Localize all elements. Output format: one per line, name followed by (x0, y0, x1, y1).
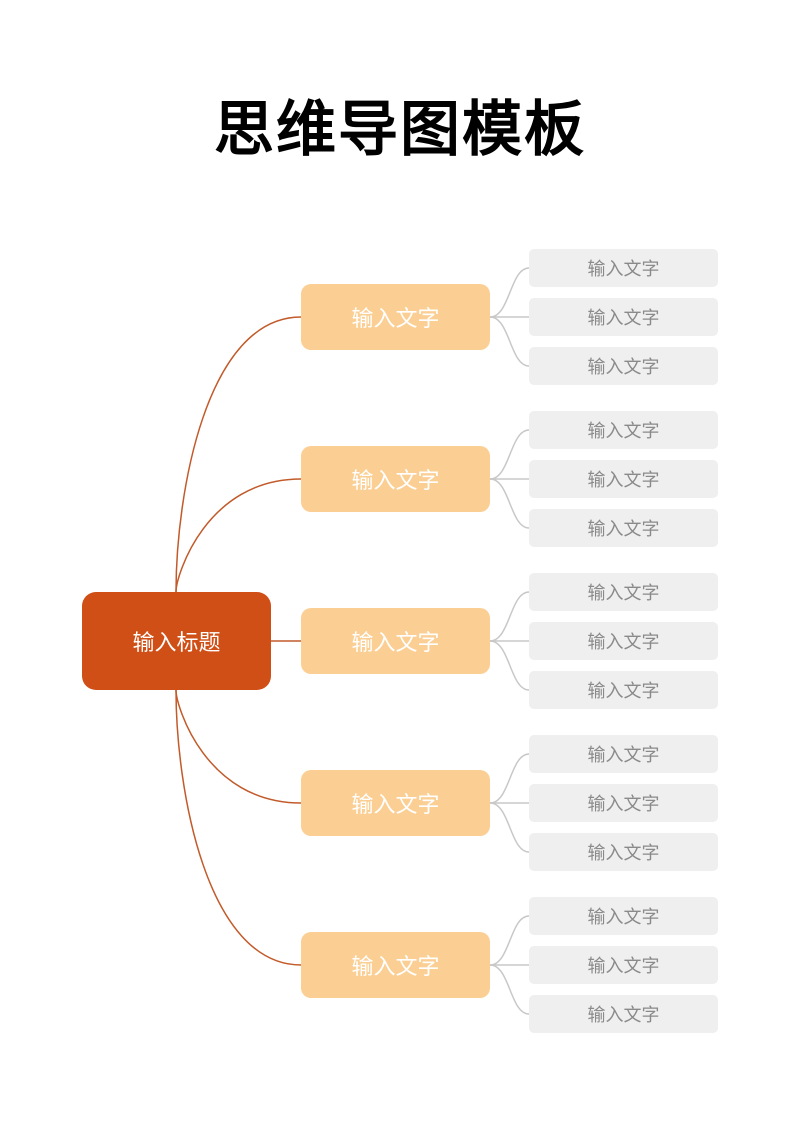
leaf-node[interactable]: 输入文字 (529, 833, 718, 871)
leaf-node-label: 输入文字 (587, 745, 660, 766)
branch-node[interactable]: 输入文字 (301, 446, 490, 512)
leaf-node-label: 输入文字 (587, 843, 660, 864)
leaf-node[interactable]: 输入文字 (529, 347, 718, 385)
leaf-node[interactable]: 输入文字 (529, 735, 718, 773)
page-title: 思维导图模板 (214, 95, 586, 165)
leaf-node[interactable]: 输入文字 (529, 460, 718, 498)
leaf-node-label: 输入文字 (587, 681, 660, 702)
branch-node-label: 输入文字 (351, 793, 440, 818)
branch-node-label: 输入文字 (351, 631, 440, 656)
branch-node[interactable]: 输入文字 (301, 770, 490, 836)
leaf-node[interactable]: 输入文字 (529, 671, 718, 709)
leaf-node-label: 输入文字 (587, 1005, 660, 1026)
root-branch-link (175, 478, 302, 593)
leaf-node[interactable]: 输入文字 (529, 995, 718, 1033)
branch-leaf-link (489, 429, 530, 480)
branch-to-leaf-links (489, 267, 530, 1015)
leaf-node[interactable]: 输入文字 (529, 573, 718, 611)
branch-node-label: 输入文字 (351, 955, 440, 980)
branch-leaf-link (489, 802, 530, 853)
leaf-node[interactable]: 输入文字 (529, 411, 718, 449)
leaf-node[interactable]: 输入文字 (529, 897, 718, 935)
branch-leaf-link (489, 478, 530, 529)
leaf-node-label: 输入文字 (587, 470, 660, 491)
branch-leaf-link (489, 753, 530, 804)
branch-leaf-link (489, 267, 530, 318)
leaf-node[interactable]: 输入文字 (529, 509, 718, 547)
leaf-node-label: 输入文字 (587, 794, 660, 815)
root-branch-link (175, 316, 302, 593)
branch-node-label: 输入文字 (351, 469, 440, 494)
branch-leaf-link (489, 640, 530, 691)
leaf-node[interactable]: 输入文字 (529, 784, 718, 822)
root-branch-link (175, 689, 302, 966)
leaf-node-label: 输入文字 (587, 357, 660, 378)
root-node-label: 输入标题 (132, 631, 221, 656)
leaf-node-label: 输入文字 (587, 421, 660, 442)
leaf-node-label: 输入文字 (587, 259, 660, 280)
branch-leaf-link (489, 591, 530, 642)
branch-leaf-link (489, 915, 530, 966)
root-node[interactable]: 输入标题 (82, 592, 271, 690)
branch-node[interactable]: 输入文字 (301, 932, 490, 998)
leaf-node-label: 输入文字 (587, 583, 660, 604)
branch-node[interactable]: 输入文字 (301, 608, 490, 674)
leaf-node[interactable]: 输入文字 (529, 249, 718, 287)
leaf-node-label: 输入文字 (587, 956, 660, 977)
leaf-node-label: 输入文字 (587, 632, 660, 653)
branch-node-label: 输入文字 (351, 307, 440, 332)
branch-leaf-link (489, 316, 530, 367)
root-to-branch-links (175, 316, 302, 966)
branch-node[interactable]: 输入文字 (301, 284, 490, 350)
leaf-node[interactable]: 输入文字 (529, 946, 718, 984)
leaf-node-label: 输入文字 (587, 907, 660, 928)
root-branch-link (175, 689, 302, 804)
leaf-node[interactable]: 输入文字 (529, 622, 718, 660)
branch-leaf-link (489, 964, 530, 1015)
leaf-node[interactable]: 输入文字 (529, 298, 718, 336)
leaf-node-label: 输入文字 (587, 519, 660, 540)
leaf-node-label: 输入文字 (587, 308, 660, 329)
